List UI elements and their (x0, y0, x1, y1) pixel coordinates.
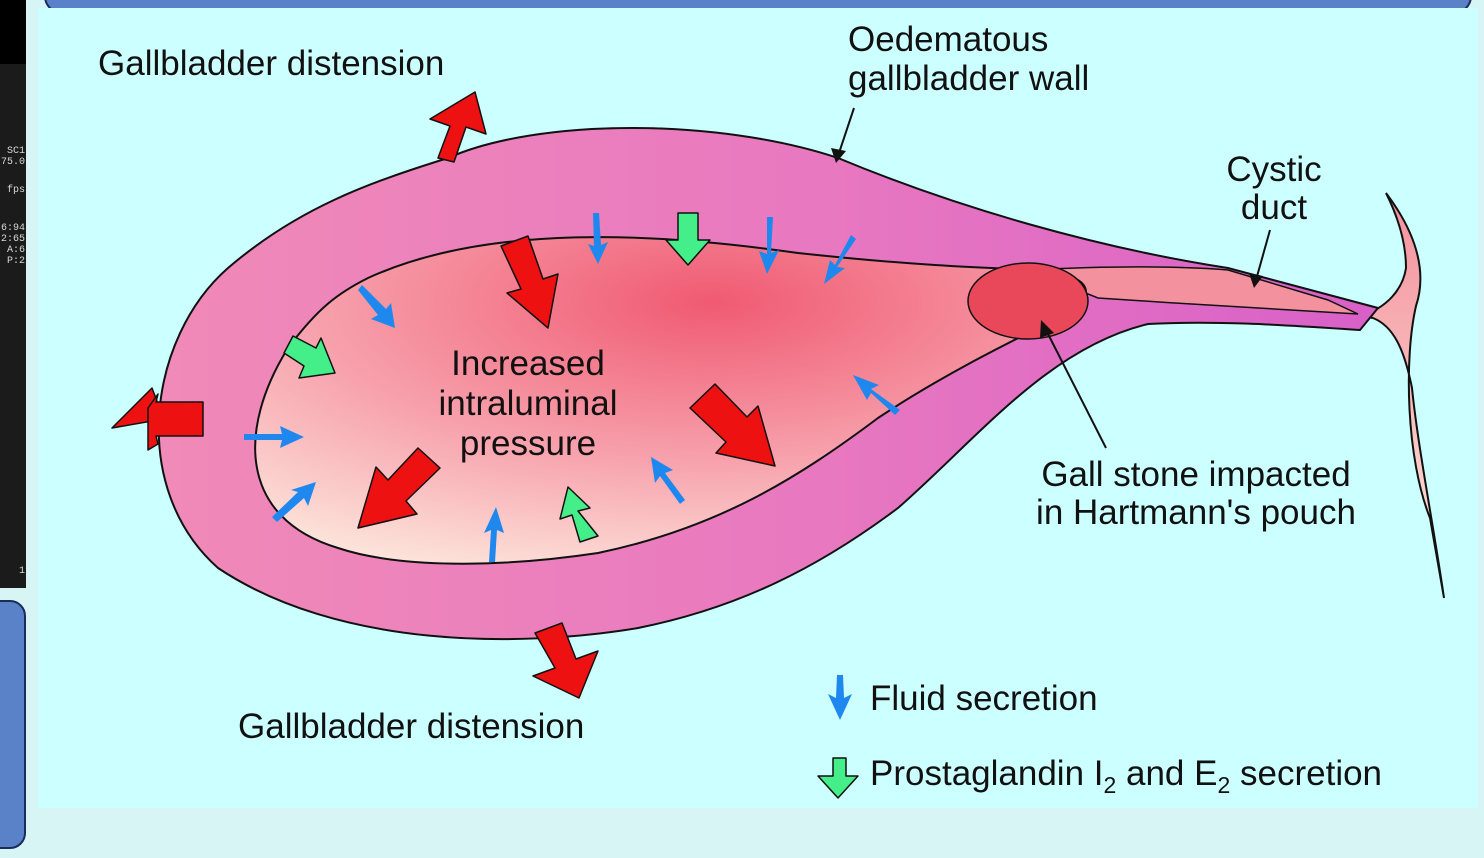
stone-label-line2: in Hartmann's pouch (1036, 493, 1356, 532)
gallstone (968, 263, 1088, 339)
legend-fluid-arrow-icon (828, 675, 852, 720)
readout-line: 6:94 (1, 223, 25, 234)
wall-label-line1: Oedematous (848, 20, 1048, 59)
viewer-side-panel: SC1 75.0 fps 6:94 2:65 A:6 P:2 1 (0, 0, 26, 588)
cystic-leader-line (1256, 230, 1270, 280)
pressure-label-line1: Increased (451, 344, 605, 383)
legend-prostaglandin-label: Prostaglandin I2 and E2 secretion (870, 754, 1382, 798)
viewer-header-block (0, 0, 26, 64)
wall-leader-line (838, 108, 854, 156)
wall-label-line2: gallbladder wall (848, 59, 1089, 98)
readout-line: P:2 (7, 256, 25, 267)
readout-footer: 1 (19, 566, 25, 577)
readout-line: A:6 (7, 245, 25, 256)
distension-bottom-label: Gallbladder distension (238, 707, 584, 746)
stone-label-line1: Gall stone impacted (1041, 455, 1350, 494)
readout-line: 75.0 (1, 157, 25, 168)
common-bile-duct (1360, 193, 1444, 598)
pressure-label-line3: pressure (460, 424, 596, 463)
pressure-label-line2: intraluminal (439, 384, 618, 423)
left-window-frame (0, 600, 26, 849)
readout-line: 2:65 (1, 234, 25, 245)
readout-line: fps (7, 185, 25, 196)
cystic-label-line1: Cystic (1226, 150, 1321, 189)
gallbladder-figure: Gallbladder distension Gallbladder diste… (38, 8, 1478, 808)
legend-prostaglandin-arrow-icon (818, 758, 858, 798)
gallbladder-diagram: Gallbladder distension Gallbladder diste… (38, 8, 1478, 808)
readout-line: SC1 (7, 146, 25, 157)
legend-fluid-label: Fluid secretion (870, 679, 1098, 718)
cystic-label-line2: duct (1241, 188, 1307, 227)
distension-top-label: Gallbladder distension (98, 44, 444, 83)
